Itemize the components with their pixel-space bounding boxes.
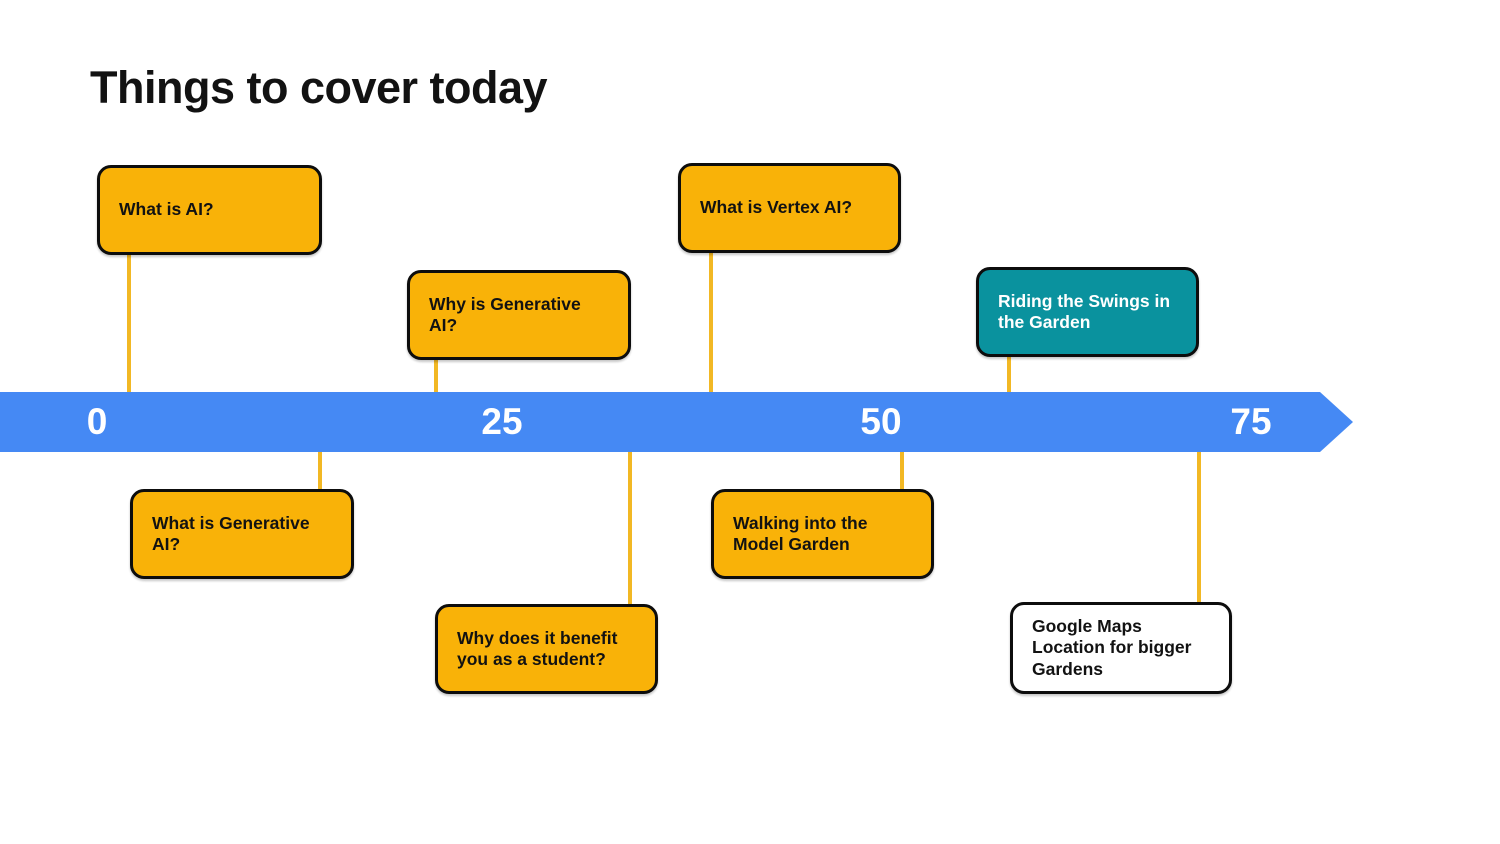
connector-line (434, 359, 438, 392)
connector-line (318, 452, 322, 491)
timeline-arrow-head (1320, 392, 1353, 452)
connector-line (127, 254, 131, 392)
milestone-label: Why does it benefit you as a student? (457, 627, 618, 669)
milestone-label: Walking into the Model Garden (733, 512, 868, 554)
connector-line (1197, 452, 1201, 604)
milestone-label: What is Generative AI? (152, 512, 310, 554)
milestone-label: Why is Generative AI? (429, 293, 581, 335)
milestone-label: Google Maps Location for bigger Gardens (1032, 615, 1192, 679)
milestone-card-why-generative-ai: Why is Generative AI? (407, 270, 631, 360)
milestone-label: Riding the Swings in the Garden (998, 290, 1171, 332)
milestone-card-what-is-vertex-ai: What is Vertex AI? (678, 163, 901, 253)
timeline-tick-75: 75 (1230, 401, 1272, 442)
milestone-label: What is AI? (119, 199, 214, 220)
timeline-tick-25: 25 (481, 401, 523, 442)
milestone-card-what-is-generative-ai: What is Generative AI? (130, 489, 354, 579)
milestone-card-benefit-student: Why does it benefit you as a student? (435, 604, 658, 694)
connector-line (1007, 356, 1011, 392)
page-title: Things to cover today (90, 62, 548, 113)
connector-line (900, 452, 904, 491)
timeline-tick-0: 0 (86, 401, 108, 442)
connector-line (709, 252, 713, 392)
milestone-card-model-garden: Walking into the Model Garden (711, 489, 934, 579)
connector-line (628, 452, 632, 606)
timeline-bar (0, 392, 1320, 452)
milestone-card-google-maps-location: Google Maps Location for bigger Gardens (1010, 602, 1232, 694)
milestone-card-what-is-ai: What is AI? (97, 165, 322, 255)
milestone-card-riding-the-swings: Riding the Swings in the Garden (976, 267, 1199, 357)
timeline-tick-50: 50 (860, 401, 902, 442)
milestone-label: What is Vertex AI? (700, 197, 853, 218)
